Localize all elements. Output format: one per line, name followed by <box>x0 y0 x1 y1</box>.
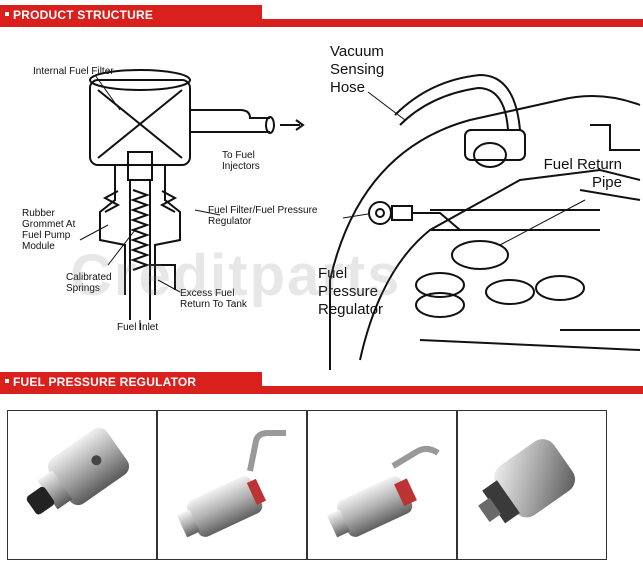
section-title: PRODUCT STRUCTURE <box>13 8 154 22</box>
diagram-drawing <box>79 69 641 370</box>
section-banner-product-structure: PRODUCT STRUCTURE <box>0 5 643 27</box>
regulator-image <box>177 430 286 538</box>
watermark: Creditparts <box>70 243 402 308</box>
label-calibrated-springs: Calibrated Springs <box>66 272 112 294</box>
banner-rule <box>150 386 643 394</box>
label-to-fuel-injectors: To Fuel Injectors <box>222 150 260 172</box>
regulator-image <box>478 439 576 524</box>
product-structure-diagram: Internal Fuel Filter To Fuel Injectors R… <box>0 30 643 370</box>
label-excess-fuel: Excess Fuel Return To Tank <box>180 288 247 310</box>
section-title: FUEL PRESSURE REGULATOR <box>13 375 197 389</box>
banner-rule <box>150 19 643 27</box>
filter-canister-shape <box>89 79 191 166</box>
product-photo-2[interactable] <box>157 410 307 560</box>
label-fuel-pressure-regulator: Fuel Pressure Regulator <box>318 265 384 318</box>
product-photo-3[interactable] <box>307 410 457 560</box>
product-photo-1[interactable] <box>7 410 157 560</box>
bullet-icon <box>5 379 9 383</box>
regulator-image <box>327 445 440 538</box>
label-fuel-inlet: Fuel Inlet <box>117 322 159 333</box>
label-internal-fuel-filter: Internal Fuel Filter <box>33 66 114 77</box>
product-photo-4[interactable] <box>457 410 607 560</box>
label-fuel-return-pipe: Fuel Return Pipe <box>543 156 622 191</box>
bullet-icon <box>5 12 9 16</box>
regulator-image <box>26 427 130 515</box>
label-rubber-grommet: Rubber Grommet At Fuel Pump Module <box>22 208 76 252</box>
section-banner-fuel-pressure-regulator: FUEL PRESSURE REGULATOR <box>0 372 643 394</box>
label-filter-regulator: Fuel Filter/Fuel Pressure Regulator <box>208 205 318 227</box>
label-vacuum-sensing-hose: Vacuum Sensing Hose <box>330 43 385 96</box>
